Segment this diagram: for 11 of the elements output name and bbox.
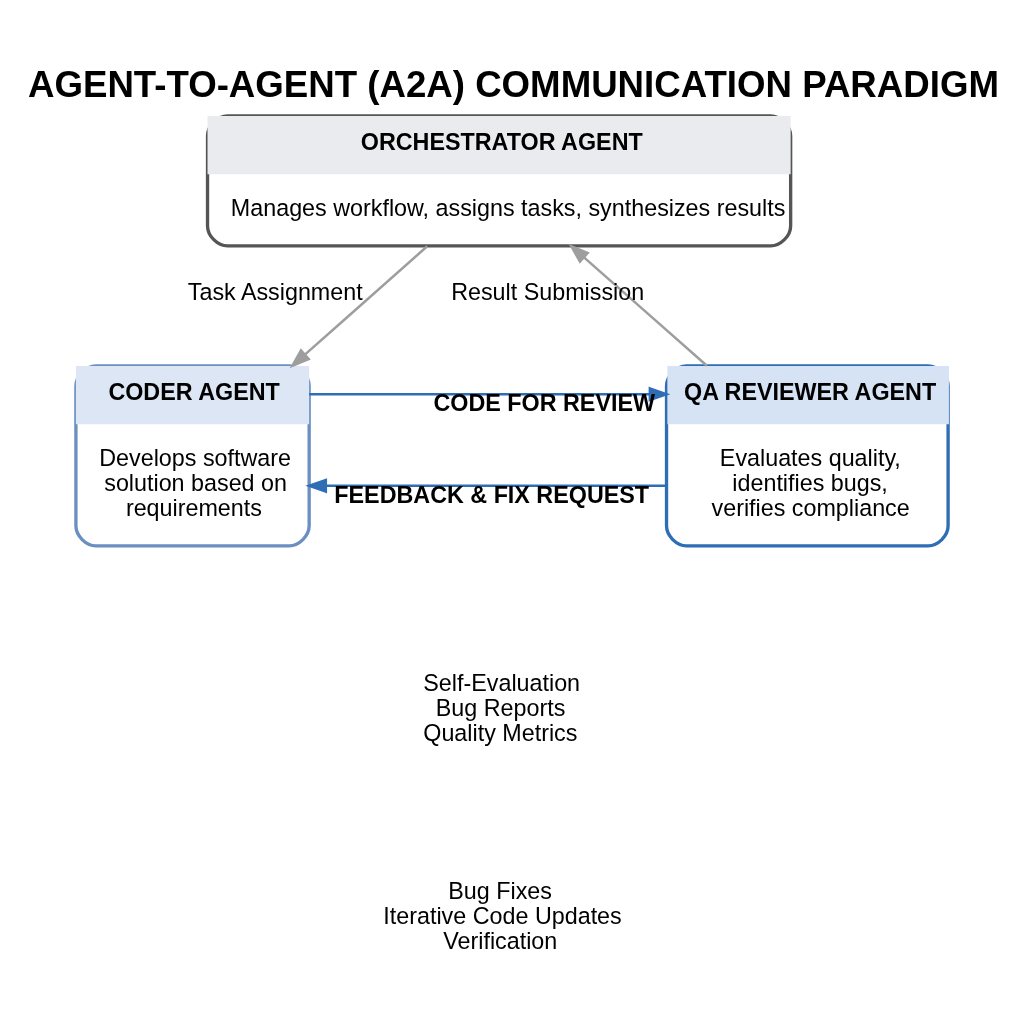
arrow — [289, 244, 429, 368]
label: Bug Reports — [435, 694, 566, 721]
arrow — [568, 243, 708, 367]
edge-label: Result Submission — [451, 278, 645, 305]
edge-label: FEEDBACK & FIX REQUEST — [334, 481, 650, 508]
arrow — [305, 477, 667, 493]
diagram-title: AGENT-TO-AGENT (A2A) COMMUNICATION PARADIGM — [28, 63, 999, 105]
label: Self-Evaluation — [423, 669, 581, 696]
edge-label: CODE FOR REVIEW — [433, 389, 655, 416]
edge-label: Task Assignment — [187, 278, 363, 305]
label: Bug Fixes — [448, 877, 552, 904]
